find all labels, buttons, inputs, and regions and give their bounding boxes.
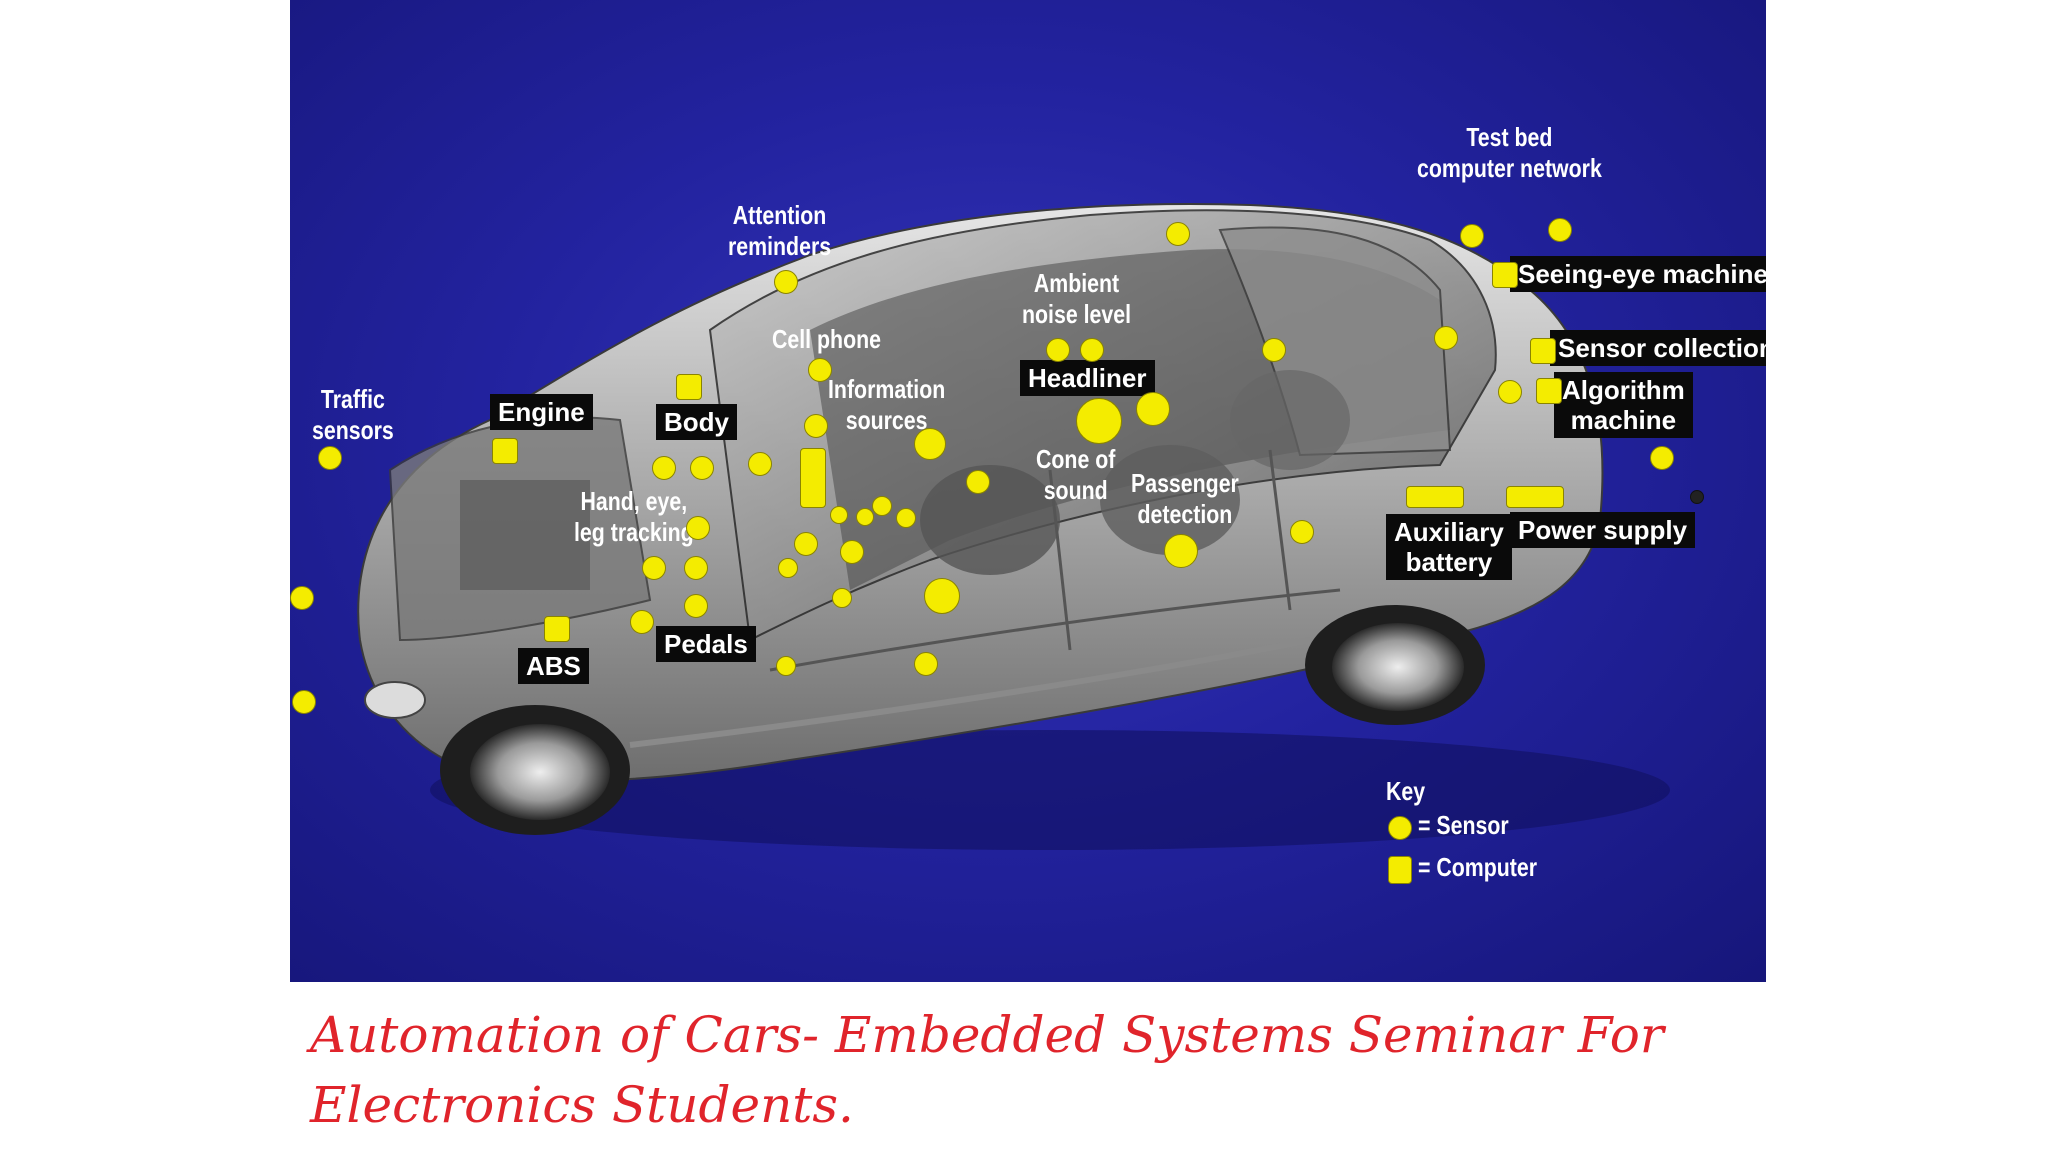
label-abs: ABS <box>518 648 589 684</box>
sensor-marker <box>684 594 708 618</box>
label-attention-reminders: Attention reminders <box>728 200 832 261</box>
key-computer-label: = Computer <box>1418 852 1538 882</box>
label-seeing-eye-machine: Seeing-eye machine <box>1510 256 1766 292</box>
sensor-marker <box>630 610 654 634</box>
label-cell-phone: Cell phone <box>772 324 881 354</box>
sensor-marker <box>840 540 864 564</box>
label-engine: Engine <box>490 394 593 430</box>
sensor-marker <box>1136 392 1170 426</box>
sensor-marker <box>684 556 708 580</box>
label-hand-eye-leg: Hand, eye, leg tracking <box>574 486 694 547</box>
label-traffic-sensors: Traffic sensors <box>312 384 394 445</box>
sensor-marker <box>292 690 316 714</box>
key-title: Key <box>1386 776 1426 806</box>
label-cone-of-sound: Cone of sound <box>1036 444 1116 505</box>
sensor-marker <box>914 652 938 676</box>
computer-marker-phone <box>800 448 826 508</box>
label-passenger-detection: Passenger detection <box>1131 468 1239 529</box>
sensor-marker <box>776 656 796 676</box>
sensor-marker <box>686 516 710 540</box>
sensor-marker <box>808 358 832 382</box>
sensor-marker <box>794 532 818 556</box>
sensor-marker <box>1290 520 1314 544</box>
label-test-bed: Test bed computer network <box>1417 122 1602 183</box>
page-caption: Automation of Cars- Embedded Systems Sem… <box>310 1006 1664 1134</box>
label-algorithm-machine: Algorithm machine <box>1554 372 1693 438</box>
sensor-marker <box>652 456 676 480</box>
sensor-marker <box>1166 222 1190 246</box>
computer-marker <box>544 616 570 642</box>
sensor-marker <box>896 508 916 528</box>
sensor-marker <box>1650 446 1674 470</box>
sensor-marker <box>1164 534 1198 568</box>
sensor-marker <box>804 414 828 438</box>
sensor-marker <box>856 508 874 526</box>
sensor-marker <box>748 452 772 476</box>
label-auxiliary-battery: Auxiliary battery <box>1386 514 1512 580</box>
sensor-marker <box>774 270 798 294</box>
key-sensor-label: = Sensor <box>1418 810 1509 840</box>
key-computer-symbol <box>1388 856 1412 884</box>
label-sensor-collection: Sensor collection <box>1550 330 1766 366</box>
sensor-marker <box>966 470 990 494</box>
sensor-marker <box>318 446 342 470</box>
computer-marker-battery <box>1406 486 1464 508</box>
label-headliner: Headliner <box>1020 360 1155 396</box>
sensor-marker <box>778 558 798 578</box>
sensor-marker <box>690 456 714 480</box>
sensor-marker <box>1548 218 1572 242</box>
sensor-marker <box>1460 224 1484 248</box>
computer-marker <box>1536 378 1562 404</box>
sensor-marker <box>830 506 848 524</box>
sensor-marker-large <box>1076 398 1122 444</box>
sensor-marker <box>1262 338 1286 362</box>
sensor-marker <box>290 586 314 610</box>
label-body: Body <box>656 404 737 440</box>
sensor-marker <box>1498 380 1522 404</box>
label-ambient-noise: Ambient noise level <box>1022 268 1132 329</box>
sensor-marker <box>872 496 892 516</box>
sensor-marker <box>832 588 852 608</box>
computer-marker <box>1530 338 1556 364</box>
sensor-marker <box>1080 338 1104 362</box>
sensor-marker <box>642 556 666 580</box>
computer-marker <box>492 438 518 464</box>
label-power-supply: Power supply <box>1510 512 1696 548</box>
computer-marker <box>676 374 702 400</box>
key-sensor-symbol <box>1388 816 1412 840</box>
sensor-marker <box>1046 338 1070 362</box>
connector-marker <box>1690 490 1704 504</box>
label-pedals: Pedals <box>656 626 756 662</box>
computer-marker-power <box>1506 486 1564 508</box>
sensor-marker <box>1434 326 1458 350</box>
sensor-marker <box>924 578 960 614</box>
diagram-panel: Test bed computer network Attention remi… <box>290 0 1766 982</box>
computer-marker <box>1492 262 1518 288</box>
label-information-sources: Information sources <box>828 374 946 435</box>
sensor-marker <box>914 428 946 460</box>
